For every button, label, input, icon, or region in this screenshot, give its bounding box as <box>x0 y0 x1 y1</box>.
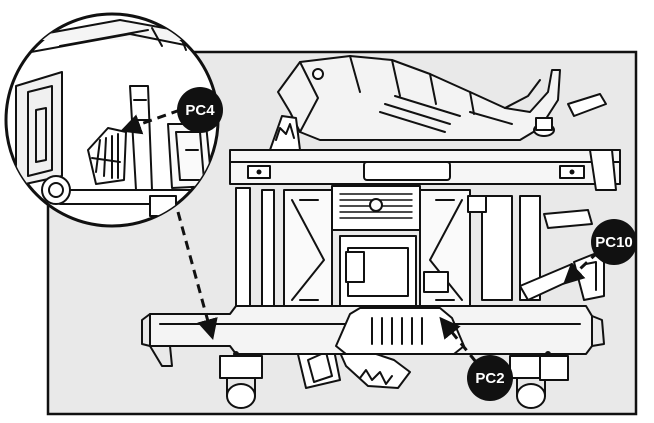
magnify-leader-arrow <box>176 211 218 341</box>
pc2-badge <box>467 355 513 401</box>
pc4-label: PC4 <box>185 102 215 119</box>
pc2-label: PC2 <box>475 370 504 387</box>
pc10-badge <box>591 219 637 265</box>
callout-pc4: PC4 <box>177 87 223 133</box>
pc4-leader-arrow <box>120 108 181 135</box>
pc2-leader-arrow <box>439 316 478 363</box>
callout-arrows <box>120 108 600 363</box>
detail-magnifier <box>4 12 220 228</box>
pc10-label: PC10 <box>595 234 633 251</box>
callout-pc2: PC2 <box>467 355 513 401</box>
table-saw-illustration <box>141 55 621 409</box>
pc4-badge <box>177 87 223 133</box>
pc10-leader-arrow <box>562 250 600 285</box>
callout-pc10: PC10 <box>591 219 637 265</box>
